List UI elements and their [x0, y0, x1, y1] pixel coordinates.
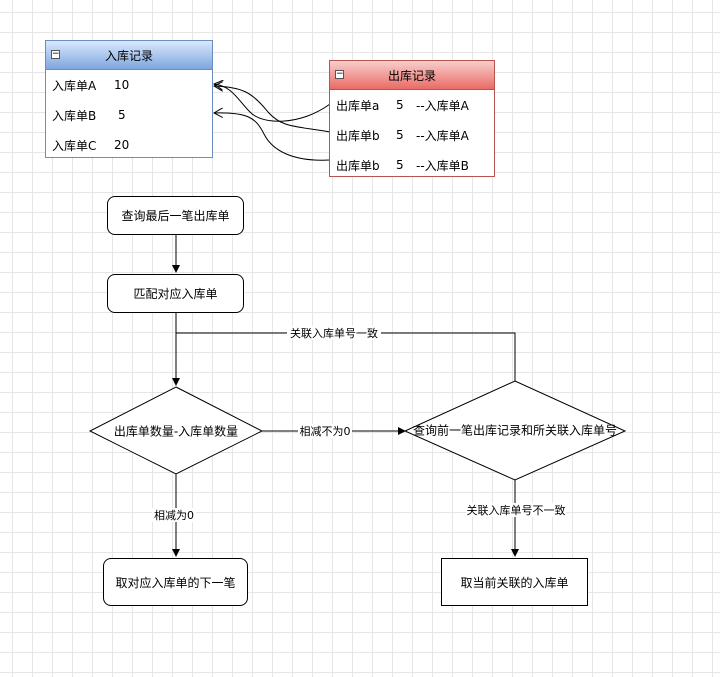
out-record-qty: 5	[396, 98, 404, 112]
in-record-qty: 20	[114, 138, 130, 152]
in-records-title: 入库记录	[104, 48, 153, 63]
query-prev-label: 查询前一笔出库记录和所关联入库单号	[412, 423, 618, 438]
take-next-in-label: 取对应入库单的下一笔	[115, 575, 236, 590]
take-current-in-node[interactable]: 取当前关联的入库单	[441, 558, 588, 606]
edge-label-diff-nonzero: 相减不为0	[300, 425, 351, 438]
query-last-out-label: 查询最后一笔出库单	[121, 209, 230, 223]
compare-diamond[interactable]	[88, 386, 264, 475]
out-record-ref: --入库单A	[416, 98, 469, 113]
take-current-in-label: 取当前关联的入库单	[460, 575, 569, 590]
out-record-name: 出库单b	[336, 128, 380, 143]
collapse-icon[interactable]: −	[335, 69, 344, 79]
compare-label: 出库单数量-入库单数量	[113, 424, 239, 439]
edge-loop-same-ref	[176, 332, 516, 381]
relation-b-to-A	[214, 86, 331, 133]
out-records-header: − 出库记录	[330, 61, 494, 90]
out-record-row[interactable]: 出库单b 5 --入库单B	[330, 150, 494, 180]
out-record-name: 出库单b	[336, 158, 380, 173]
edge-label-same-ref: 关联入库单号一致	[290, 326, 378, 340]
in-record-row[interactable]: 入库单C 20	[46, 130, 212, 160]
edge-label-diff-ref: 关联入库单号不一致	[467, 503, 566, 517]
take-next-in-node[interactable]: 取对应入库单的下一笔	[103, 558, 248, 606]
collapse-icon[interactable]: −	[51, 49, 60, 59]
out-record-name: 出库单a	[336, 98, 380, 113]
in-record-name: 入库单C	[52, 138, 97, 153]
query-prev-diamond[interactable]	[403, 380, 627, 481]
out-record-qty: 5	[396, 158, 404, 172]
relation-a-to-A	[214, 84, 331, 122]
match-in-label: 匹配对应入库单	[133, 287, 218, 301]
out-records-table[interactable]: − 出库记录 出库单a 5 --入库单A 出库单b 5 --入库单A 出库单b …	[329, 60, 495, 177]
edge-label-bg	[298, 424, 352, 438]
out-record-row[interactable]: 出库单b 5 --入库单A	[330, 120, 494, 150]
in-record-qty: 10	[114, 78, 130, 92]
out-record-ref: --入库单A	[416, 128, 469, 143]
out-record-ref: --入库单B	[416, 158, 469, 173]
in-record-row[interactable]: 入库单A 10	[46, 70, 212, 100]
in-record-row[interactable]: 入库单B 5	[46, 100, 212, 130]
match-in-node[interactable]: 匹配对应入库单	[107, 274, 244, 313]
in-records-header: − 入库记录	[46, 41, 212, 70]
out-record-row[interactable]: 出库单a 5 --入库单A	[330, 90, 494, 120]
in-record-name: 入库单A	[52, 78, 97, 93]
query-last-out-node[interactable]: 查询最后一笔出库单	[107, 196, 244, 235]
relation-b-to-B	[214, 113, 331, 161]
in-record-name: 入库单B	[52, 108, 97, 123]
in-records-table[interactable]: − 入库记录 入库单A 10 入库单B 5 入库单C 20	[45, 40, 213, 158]
out-record-qty: 5	[396, 128, 404, 142]
out-records-title: 出库记录	[387, 68, 436, 83]
edge-label-bg	[466, 503, 566, 517]
edge-label-bg	[287, 326, 381, 340]
edge-label-bg	[152, 508, 196, 522]
in-record-qty: 5	[118, 108, 126, 122]
edge-label-diff-zero: 相减为0	[154, 509, 194, 522]
